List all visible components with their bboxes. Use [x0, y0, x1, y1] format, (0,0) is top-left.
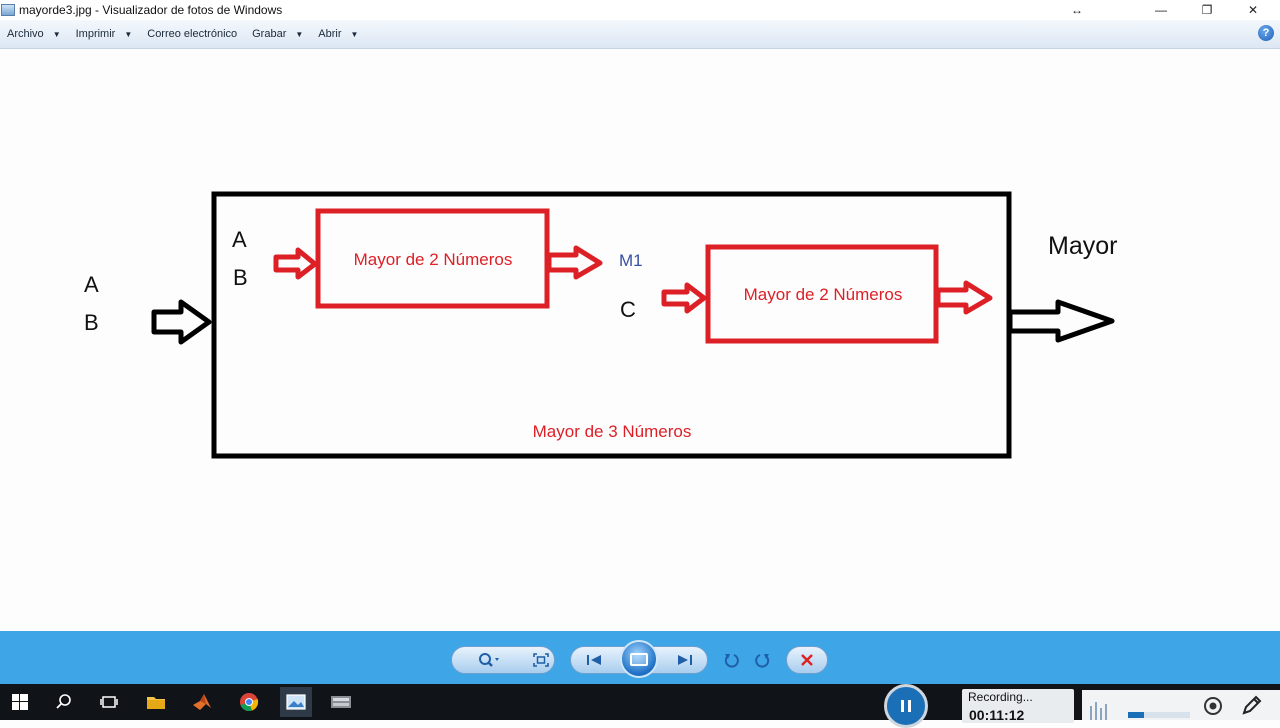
arrow-into-block-1 [273, 247, 318, 280]
recorder-tools [1082, 690, 1280, 720]
outer-block [211, 191, 1012, 459]
audio-level-icon [1088, 700, 1108, 725]
menu-imprimir-label: Imprimir [75, 28, 116, 40]
block-2-label: Mayor de 2 Números [744, 285, 903, 304]
photo-viewer-taskbar-icon[interactable] [280, 687, 312, 717]
resize-icon[interactable]: ↔ [1071, 3, 1083, 17]
close-button[interactable]: ✕ [1247, 3, 1259, 17]
next-icon[interactable] [674, 650, 696, 670]
arrow-into-block-2 [661, 282, 707, 314]
output-label: Mayor [1048, 232, 1117, 260]
diagram-image: A B A B Mayor de 2 Números Mayor de 2 Nú… [84, 191, 1117, 459]
intermediate-m1: M1 [619, 251, 643, 270]
window-titlebar: mayorde3.jpg - Visualizador de fotos de … [0, 0, 1280, 20]
menu-imprimir[interactable]: Imprimir ▼ [69, 23, 141, 45]
menu-correo[interactable]: Correo electrónico [140, 23, 245, 45]
chevron-down-icon: ▼ [52, 29, 61, 39]
maximize-button[interactable]: ❐ [1201, 3, 1213, 17]
menu-grabar[interactable]: Grabar ▼ [245, 23, 311, 45]
delete-group [786, 646, 828, 674]
recording-timer: 00:11:12 [969, 707, 1025, 723]
chrome-icon[interactable] [237, 690, 261, 714]
winrar-icon[interactable] [329, 690, 353, 714]
outer-block-label: Mayor de 3 Números [533, 422, 692, 441]
block-1-label: Mayor de 2 Números [354, 250, 513, 269]
help-icon[interactable]: ? [1258, 25, 1274, 41]
inner-input-a: A [232, 227, 247, 252]
rotate-right-icon[interactable] [752, 650, 774, 670]
arrow-out-block-2 [935, 280, 993, 315]
menu-archivo-label: Archivo [7, 28, 44, 40]
third-input-c: C [620, 297, 636, 322]
viewer-controls [0, 631, 1280, 684]
windows-start-icon[interactable] [8, 690, 32, 714]
webcam-icon[interactable] [1202, 696, 1224, 723]
inner-input-b: B [233, 265, 248, 290]
output-arrow [1007, 299, 1115, 343]
delete-icon[interactable] [796, 650, 818, 670]
search-icon[interactable] [52, 690, 76, 714]
input-arrow [151, 299, 212, 345]
chevron-down-icon: ▼ [295, 29, 304, 39]
rotate-left-icon[interactable] [720, 650, 742, 670]
recording-status: Recording... [968, 690, 1033, 704]
file-explorer-icon[interactable] [144, 690, 168, 714]
task-view-icon[interactable] [97, 690, 121, 714]
left-input-a: A [84, 272, 99, 297]
chevron-down-icon: ▼ [350, 29, 359, 39]
menu-correo-label: Correo electrónico [147, 28, 238, 40]
arrow-out-block-1 [546, 245, 603, 280]
volume-slider[interactable] [1128, 712, 1190, 718]
slideshow-icon[interactable] [620, 640, 658, 678]
pause-icon[interactable] [884, 684, 928, 728]
menu-abrir[interactable]: Abrir ▼ [311, 23, 366, 45]
menu-archivo[interactable]: Archivo ▼ [0, 23, 69, 45]
menu-grabar-label: Grabar [252, 28, 287, 40]
window-title: mayorde3.jpg - Visualizador de fotos de … [19, 3, 283, 17]
previous-icon[interactable] [583, 650, 605, 670]
photo-viewer-icon [1, 4, 15, 16]
minimize-button[interactable]: — [1155, 3, 1167, 17]
menu-bar: Archivo ▼ Imprimir ▼ Correo electrónico … [0, 20, 1280, 49]
menu-abrir-label: Abrir [318, 28, 342, 40]
chevron-down-icon: ▼ [124, 29, 133, 39]
left-input-b: B [84, 310, 99, 335]
magnifier-icon[interactable] [474, 650, 504, 670]
pen-icon[interactable] [1240, 695, 1262, 722]
matlab-icon[interactable] [190, 690, 214, 714]
image-viewer: A B A B Mayor de 2 Números Mayor de 2 Nú… [0, 49, 1280, 631]
fit-window-icon[interactable] [530, 650, 552, 670]
recorder-panel: Recording... 00:11:12 [962, 689, 1074, 723]
